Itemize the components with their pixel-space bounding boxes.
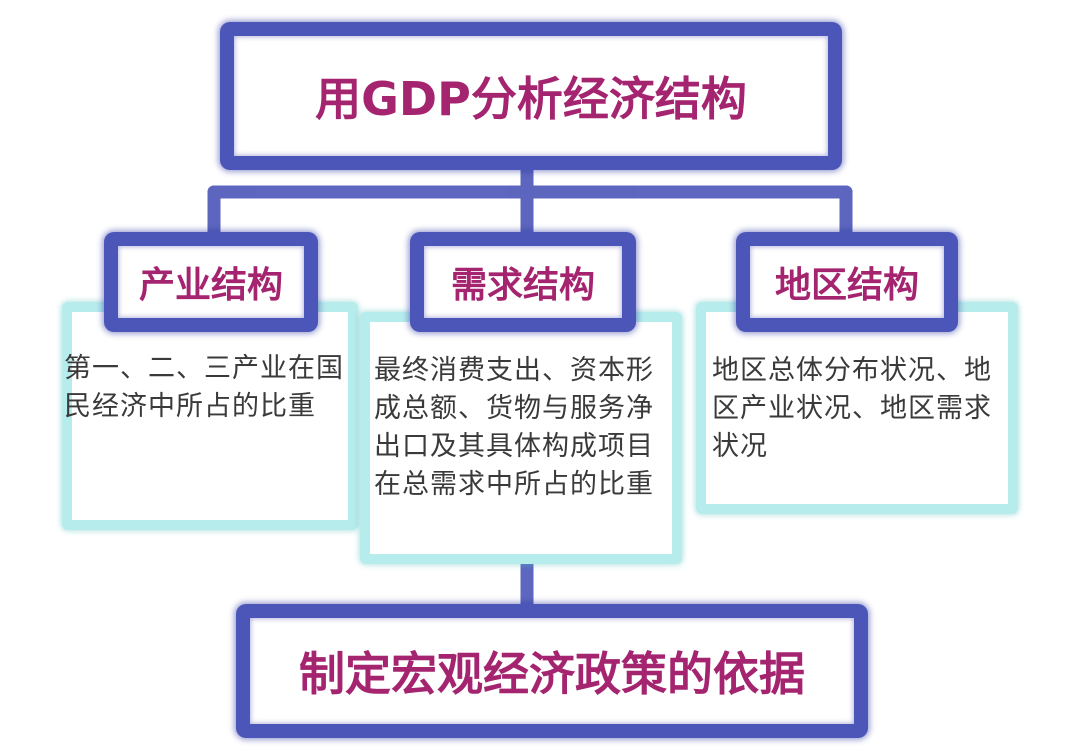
category-box-demand: 需求结构: [410, 232, 636, 332]
description-box-industry: [62, 302, 358, 530]
description-region: 地区总体分布状况、地区产业状况、地区需求状况: [712, 355, 992, 462]
description-industry: 第一、二、三产业在国民经济中所占的比重: [64, 353, 344, 422]
category-label-demand: 需求结构: [450, 265, 595, 306]
conclusion-box: 制定宏观经济政策的依据: [236, 604, 868, 738]
category-box-region: 地区结构: [736, 232, 958, 332]
description-box-region: [696, 302, 1018, 514]
description-demand: 最终消费支出、资本形成总额、货物与服务净出口及其具体构成项目在总需求中所占的比重: [374, 355, 654, 500]
conclusion-text: 制定宏观经济政策的依据: [299, 647, 805, 701]
title-box: 用GDP分析经济结构: [220, 22, 842, 170]
title-text: 用GDP分析经济结构: [315, 72, 747, 126]
category-label-region: 地区结构: [774, 265, 919, 306]
category-box-industry: 产业结构: [104, 232, 318, 332]
category-label-industry: 产业结构: [138, 265, 283, 306]
